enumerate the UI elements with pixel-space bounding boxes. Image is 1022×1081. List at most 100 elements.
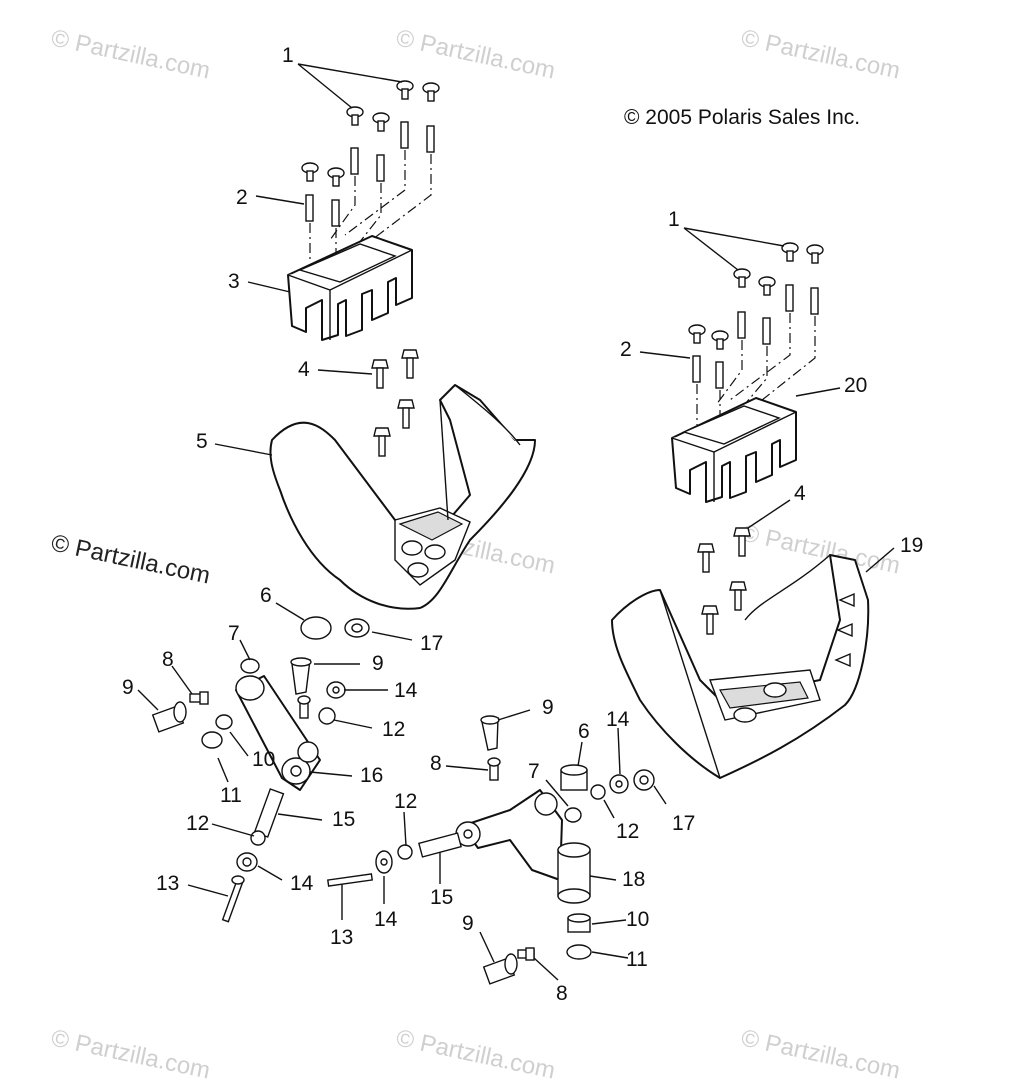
washer-14b: [236, 852, 258, 872]
pivot-bushing-9: [151, 701, 187, 733]
arm-18: [455, 789, 591, 904]
callout-label: 12: [616, 820, 639, 843]
callout-label: 13: [330, 926, 353, 949]
callout-label: 6: [260, 584, 272, 607]
bushing-12c: [590, 784, 606, 800]
screw: [331, 199, 340, 227]
callout-label: 14: [374, 908, 398, 931]
callout-label: 6: [578, 720, 590, 743]
callout-label: 14: [290, 872, 314, 895]
watermark-dark: © Partzilla.com: [49, 529, 213, 589]
callout-label: 11: [626, 948, 648, 971]
callout-label: 17: [672, 812, 695, 835]
callout-label: 11: [220, 784, 242, 807]
callout-label: 14: [394, 679, 418, 702]
callout-label: 12: [382, 718, 405, 741]
callout-label: 18: [622, 868, 645, 891]
grease-fitting-8: [189, 691, 209, 705]
leader-lines: [137, 63, 895, 981]
callouts: 1 2 3 4 5 6 7 8 9 9 10 11 12 12 13 14 14…: [122, 44, 923, 1005]
callout-label: 7: [228, 622, 240, 645]
bolt-group-right: [697, 527, 751, 635]
pivot-bushing-9d: [482, 953, 518, 985]
push-cap: [346, 106, 364, 126]
pivot-bushing-9-upper: [290, 657, 312, 695]
watermark: © Partzilla.com: [49, 1024, 213, 1081]
copyright-text: © 2005 Polaris Sales Inc.: [624, 106, 860, 129]
arm-16: [235, 675, 321, 791]
pin-15: [253, 788, 285, 838]
watermark: © Partzilla.com: [394, 1024, 558, 1081]
callout-label: 4: [794, 482, 806, 505]
watermark-layer: © Partzilla.com © Partzilla.com © Partzi…: [49, 24, 903, 1081]
push-cap: [372, 112, 390, 132]
left-arm-assembly: [151, 616, 370, 923]
screw: [350, 147, 359, 175]
nut-17b: [633, 769, 655, 791]
upper-left-bracket-group: [287, 80, 440, 341]
right-bracket-group: [671, 242, 824, 503]
pivot-bushing-9c: [480, 715, 500, 751]
washer-14c: [609, 774, 629, 794]
bushing-12d: [397, 844, 413, 860]
right-arm-assembly: [327, 715, 655, 985]
callout-label: 10: [626, 908, 649, 931]
callout-label: 7: [528, 760, 540, 783]
callout-label: 9: [462, 912, 474, 935]
screw: [426, 125, 435, 153]
watermark: © Partzilla.com: [394, 24, 558, 84]
bolt-group: [371, 349, 419, 457]
callout-label: 8: [162, 648, 174, 671]
callout-label: 13: [156, 872, 179, 895]
right-footwell: [611, 554, 870, 779]
callout-label: 9: [122, 676, 134, 699]
bushing-12: [318, 707, 336, 725]
callout-label: 9: [372, 652, 384, 675]
callout-label: 3: [228, 270, 240, 293]
callout-label: 10: [252, 748, 275, 771]
grease-fitting-8d: [517, 947, 535, 961]
left-footwell: [269, 384, 536, 610]
grease-fitting-8c: [487, 757, 501, 781]
washer-14: [326, 681, 346, 699]
pin-15b: [418, 832, 462, 858]
callout-label: 20: [844, 374, 867, 397]
callout-label: 15: [332, 808, 355, 831]
cap-11: [201, 731, 223, 749]
callout-label: 5: [196, 430, 208, 453]
screw: [305, 194, 314, 222]
callout-label: 14: [606, 708, 630, 731]
callout-label: 12: [394, 790, 417, 813]
push-cap: [301, 162, 319, 182]
watermark: © Partzilla.com: [739, 24, 903, 84]
seal-10: [215, 714, 233, 730]
mounting-bracket: [287, 235, 413, 341]
push-cap: [396, 80, 414, 100]
cap-10b: [567, 913, 591, 933]
callout-label: 8: [430, 752, 442, 775]
watermark: © Partzilla.com: [739, 1024, 903, 1081]
bushing-7: [240, 658, 260, 674]
push-cap: [327, 167, 345, 187]
bolt-13: [221, 875, 245, 923]
callout-label: 9: [542, 696, 554, 719]
nut-17: [344, 618, 370, 638]
callout-label: 1: [668, 208, 680, 231]
push-cap: [422, 82, 440, 102]
bolt-13b: [327, 873, 373, 887]
watermark: © Partzilla.com: [49, 24, 213, 84]
cap-11b: [566, 944, 592, 960]
callout-label: 17: [420, 632, 443, 655]
washer-14d: [375, 850, 393, 874]
callout-label: 4: [298, 358, 310, 381]
watermark: © Partzilla.com: [739, 519, 903, 579]
grease-fitting-8b: [297, 695, 311, 719]
screw: [376, 154, 385, 182]
callout-label: 8: [556, 982, 568, 1005]
cap-6: [300, 616, 332, 640]
bushing-12b: [250, 830, 266, 846]
callout-label: 2: [236, 186, 248, 209]
callout-label: 15: [430, 886, 453, 909]
callout-label: 2: [620, 338, 632, 361]
